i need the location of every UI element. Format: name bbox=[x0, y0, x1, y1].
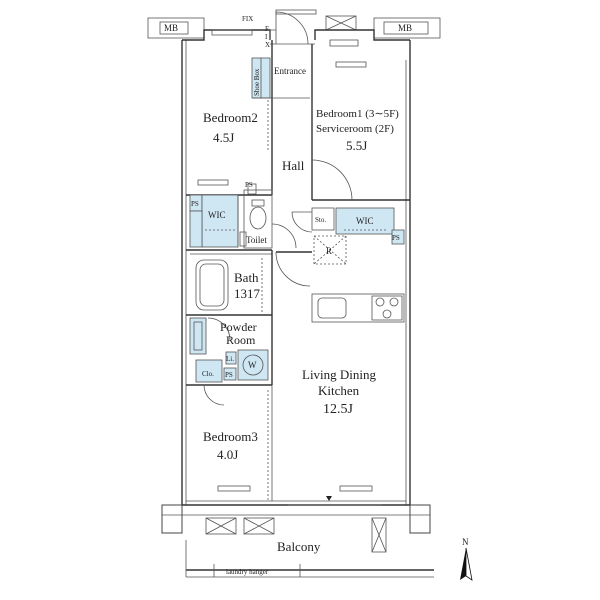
wic-right bbox=[291, 207, 405, 245]
shoe-box-label: Shoe Box bbox=[253, 68, 261, 96]
bath-label: Bath bbox=[234, 270, 259, 285]
powder-room-label-2: Room bbox=[226, 333, 256, 347]
fix-label-top: FIX bbox=[242, 15, 253, 23]
bedroom2-size: 4.5J bbox=[213, 130, 234, 145]
fix-label-v1: F bbox=[265, 25, 269, 33]
north-label: N bbox=[462, 537, 469, 547]
bedroom1-name: Bedroom1 (3∼5F) bbox=[316, 108, 399, 120]
bedroom1-size: 5.5J bbox=[346, 138, 367, 153]
powder-room-label-1: Powder bbox=[220, 320, 257, 334]
toilet-room bbox=[239, 183, 297, 249]
bedroom3-fixtures bbox=[203, 384, 251, 492]
bathroom bbox=[195, 258, 263, 312]
fix-label-v2: I bbox=[265, 33, 268, 41]
mb-niche-right bbox=[325, 15, 441, 39]
ps-label-powder: PS bbox=[225, 371, 233, 379]
ldk-fixtures bbox=[288, 485, 382, 506]
bath-size: 1317 bbox=[234, 286, 261, 301]
washbasin-icon bbox=[242, 354, 264, 376]
fix-label-v3: X bbox=[265, 41, 270, 49]
balcony-label: Balcony bbox=[277, 539, 321, 554]
wic-right-label: WIC bbox=[356, 216, 374, 226]
ps-label-top: PS bbox=[245, 181, 253, 189]
powder-room bbox=[189, 317, 269, 383]
entrance-label: Entrance bbox=[274, 66, 306, 76]
entrance-door bbox=[270, 9, 317, 45]
bathtub-icon bbox=[195, 259, 229, 311]
north-arrow-icon bbox=[460, 547, 473, 581]
toilet-label: Toilet bbox=[246, 235, 267, 245]
ldk-label-1: Living Dining bbox=[302, 367, 377, 382]
refrigerator-label: R bbox=[326, 246, 332, 256]
serviceroom-label: Serviceroom (2F) bbox=[316, 123, 394, 135]
ps-label-right: PS bbox=[392, 234, 400, 242]
toilet-icon bbox=[249, 206, 267, 230]
mb-niche-left bbox=[147, 17, 205, 39]
bedroom1-fixtures bbox=[311, 39, 367, 201]
closet-label: Clo. bbox=[202, 370, 214, 378]
ldk-door bbox=[275, 251, 311, 287]
linen-label: Li. bbox=[226, 355, 234, 363]
bedroom3-size: 4.0J bbox=[217, 447, 238, 462]
kitchen-counter bbox=[311, 293, 405, 323]
refrigerator bbox=[313, 235, 347, 265]
ps-label-left: PS bbox=[191, 200, 199, 208]
ldk-size: 12.5J bbox=[323, 402, 354, 417]
wic-left bbox=[189, 194, 239, 248]
stove-icon bbox=[371, 295, 403, 321]
mb-label-left: MB bbox=[164, 23, 178, 33]
bedroom2-fixtures bbox=[197, 29, 253, 186]
wic-left-label: WIC bbox=[208, 210, 226, 220]
mb-label-right: MB bbox=[398, 23, 412, 33]
bedroom3-name: Bedroom3 bbox=[203, 429, 258, 444]
bedroom2-name: Bedroom2 bbox=[203, 110, 258, 125]
laundry-hanger-label: laundry hanger bbox=[226, 568, 269, 576]
washer-label: W bbox=[248, 360, 257, 370]
balcony bbox=[161, 504, 434, 578]
hall-label: Hall bbox=[282, 158, 305, 173]
storage-label: Sto. bbox=[315, 216, 326, 224]
sink-icon bbox=[317, 297, 347, 319]
ldk-label-2: Kitchen bbox=[318, 383, 360, 398]
